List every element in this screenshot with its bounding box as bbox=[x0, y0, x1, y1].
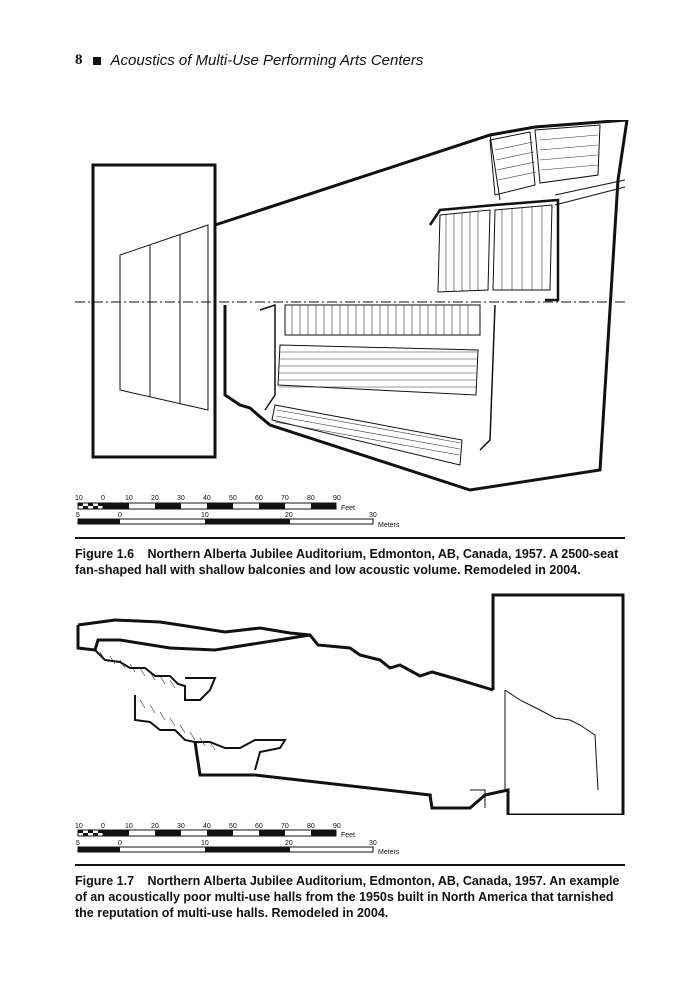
feet-unit-label: Feet bbox=[341, 505, 355, 512]
balcony-seating bbox=[437, 209, 491, 293]
caption-rule bbox=[75, 537, 625, 539]
scale-tick: 80 bbox=[307, 495, 315, 502]
stage-platform bbox=[119, 224, 209, 411]
seating-block bbox=[277, 344, 479, 396]
figure-caption: Figure 1.7 Northern Alberta Jubilee Audi… bbox=[75, 873, 627, 921]
scale-tick: 5 bbox=[76, 512, 80, 519]
scale-tick: 70 bbox=[281, 823, 289, 830]
stage-house bbox=[491, 593, 625, 815]
figure-number: Figure 1.7 bbox=[75, 874, 135, 888]
figure-number: Figure 1.6 bbox=[75, 547, 135, 561]
scale-tick: 20 bbox=[151, 495, 159, 502]
scale-tick: 50 bbox=[229, 823, 237, 830]
figure-caption: Figure 1.6 Northern Alberta Jubilee Audi… bbox=[75, 546, 627, 578]
caption-text: Northern Alberta Jubilee Auditorium, Edm… bbox=[75, 547, 619, 577]
scale-tick: 10 bbox=[125, 495, 133, 502]
scale-tick: 60 bbox=[255, 823, 263, 830]
stage-house bbox=[91, 163, 217, 459]
scale-tick: 20 bbox=[285, 840, 293, 847]
scale-tick: 0 bbox=[101, 495, 105, 502]
feet-unit-label: Feet bbox=[341, 832, 355, 839]
caption-rule bbox=[75, 864, 625, 866]
upper-balcony bbox=[94, 649, 217, 701]
scale-bar-figure-1-6: 10 0 10 20 30 40 50 60 70 80 90 Feet 5 0… bbox=[75, 495, 400, 529]
running-header: 8 Acoustics of Multi-Use Performing Arts… bbox=[75, 52, 423, 69]
scale-tick: 0 bbox=[101, 823, 105, 830]
scale-tick: 70 bbox=[281, 495, 289, 502]
meters-unit-label: Meters bbox=[378, 522, 400, 529]
balcony-seating bbox=[492, 204, 553, 291]
scale-tick: 50 bbox=[229, 495, 237, 502]
scale-tick: 90 bbox=[333, 495, 341, 502]
lower-balcony bbox=[134, 695, 287, 771]
square-bullet-icon bbox=[92, 56, 101, 65]
figure-1-6-plan-drawing bbox=[75, 120, 629, 492]
auditorium-outline bbox=[214, 120, 629, 492]
balcony-seating bbox=[534, 124, 601, 184]
main-floor bbox=[193, 741, 510, 815]
seating-block bbox=[271, 404, 463, 466]
scale-tick: 20 bbox=[285, 512, 293, 519]
page-number: 8 bbox=[75, 52, 83, 68]
balcony-outline bbox=[428, 198, 560, 302]
scale-tick: 30 bbox=[177, 823, 185, 830]
caption-text: Northern Alberta Jubilee Auditorium, Edm… bbox=[75, 874, 620, 920]
scale-tick: 90 bbox=[333, 823, 341, 830]
scale-tick: 0 bbox=[118, 840, 122, 847]
running-title: Acoustics of Multi-Use Performing Arts C… bbox=[110, 52, 424, 69]
scale-tick: 30 bbox=[369, 512, 377, 519]
scale-tick: 40 bbox=[203, 823, 211, 830]
scale-tick: 10 bbox=[75, 823, 83, 830]
scale-tick: 20 bbox=[151, 823, 159, 830]
scale-bar-figure-1-7: 10 0 10 20 30 40 50 60 70 80 90 Feet 5 0… bbox=[75, 823, 400, 856]
figure-1-7-section-drawing bbox=[76, 593, 625, 815]
scale-tick: 30 bbox=[177, 495, 185, 502]
scale-tick: 0 bbox=[118, 512, 122, 519]
scale-tick: 10 bbox=[75, 495, 83, 502]
balcony-seating bbox=[489, 131, 536, 196]
scale-tick: 10 bbox=[201, 512, 209, 519]
scale-tick: 10 bbox=[201, 840, 209, 847]
scale-tick: 80 bbox=[307, 823, 315, 830]
meters-unit-label: Meters bbox=[378, 849, 400, 856]
scale-tick: 10 bbox=[125, 823, 133, 830]
ceiling-outline bbox=[76, 625, 494, 692]
scale-tick: 40 bbox=[203, 495, 211, 502]
scale-tick: 30 bbox=[369, 840, 377, 847]
scale-tick: 5 bbox=[76, 840, 80, 847]
scale-tick: 60 bbox=[255, 495, 263, 502]
seating-block bbox=[284, 304, 481, 336]
